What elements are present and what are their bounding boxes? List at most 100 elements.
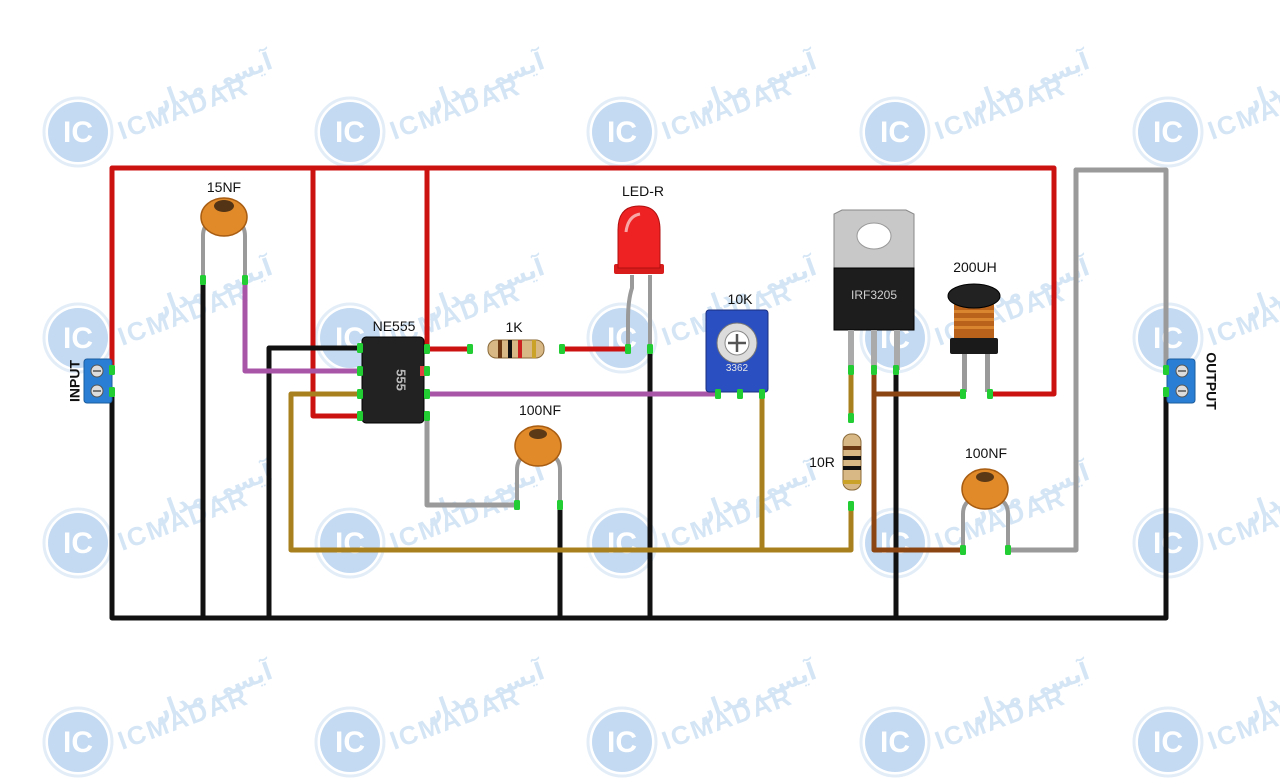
svg-text:IC: IC [607,527,637,560]
output-label: OUTPUT [1203,352,1219,410]
connection-pin [647,344,653,354]
svg-text:IC: IC [335,116,365,149]
svg-text:آیسی مدار: آیسی مدار [1239,457,1280,527]
wire-gnd-ic [266,345,363,621]
input-label: INPUT [67,360,83,402]
connection-pin [559,344,565,354]
connection-pin [109,387,115,397]
svg-text:آیسی مدار: آیسی مدار [1239,46,1280,116]
svg-text:IC: IC [607,116,637,149]
connection-pin [357,343,363,353]
inductor-label: 200UH [953,259,997,275]
potentiometer-10k: 3362 [705,309,769,393]
connection-pin [424,344,430,354]
cap-100nf-left-label: 100NF [519,402,561,418]
connection-pin [625,344,631,354]
ne555-label: NE555 [373,318,416,334]
connection-pin [848,365,854,375]
wire-layer [109,165,1169,621]
connection-pin [514,500,520,510]
wire-ic-to-cap2 [424,413,520,508]
connection-pin [737,389,743,399]
connection-pin [200,275,206,285]
connection-pin [1163,387,1169,397]
svg-text:IC: IC [63,726,93,759]
connection-pin [467,344,473,354]
cap-15nf-label: 15NF [207,179,241,195]
connection-pin [848,501,854,511]
resistor-10r [842,433,862,491]
led-label: LED-R [622,183,664,199]
pin-layer [109,275,1169,555]
ic-marking: 555 [394,369,409,391]
output-terminal-block [1166,358,1196,404]
connection-pin [557,500,563,510]
connection-pin [357,389,363,399]
svg-text:IC: IC [880,726,910,759]
red-led [614,205,664,349]
mosfet-marking: IRF3205 [851,288,897,302]
wire-vcc-top [109,165,1057,397]
svg-text:آیسی مدار: آیسی مدار [1239,656,1280,726]
inductor-200uh [947,283,1001,392]
connection-pin [960,389,966,399]
connection-pin [1005,545,1011,555]
connection-pin [715,389,721,399]
ne555-chip: 555 [361,336,427,424]
pot-10k-label: 10K [728,291,754,307]
wire-out-cap3 [1005,167,1079,553]
resistor-10r-label: 10R [809,454,835,470]
connection-pin [848,413,854,423]
pot-marking: 3362 [726,363,749,374]
svg-text:IC: IC [63,322,93,355]
svg-text:IC: IC [880,116,910,149]
ceramic-capacitor-100nf-left [514,425,562,505]
cap-100nf-right-label: 100NF [965,445,1007,461]
wire-vcc-drop-ic [310,165,363,419]
connection-pin [424,411,430,421]
connection-pin [1163,365,1169,375]
connection-pin [960,545,966,555]
connection-pin [871,365,877,375]
svg-text:IC: IC [1153,726,1183,759]
connection-pin [242,275,248,285]
svg-text:IC: IC [335,726,365,759]
connection-pin [109,365,115,375]
wire-mosfet-cap3 [871,391,966,553]
svg-text:IC: IC [1153,116,1183,149]
connection-pin [357,411,363,421]
wire-gold-left [288,391,854,553]
ceramic-capacitor-100nf-right [961,468,1010,548]
connection-pin [424,366,430,376]
svg-text:IC: IC [63,527,93,560]
connection-pin [357,366,363,376]
wire-cap1-to-ic [242,277,363,374]
connection-pin [893,365,899,375]
svg-text:IC: IC [607,726,637,759]
svg-text:IC: IC [63,116,93,149]
input-terminal-block [83,358,113,404]
connection-pin [759,389,765,399]
svg-text:IC: IC [335,527,365,560]
ceramic-capacitor-15nf [200,197,248,280]
resistor-1k-label: 1K [505,319,523,335]
wire-gnd-bottom [109,389,1169,621]
irf3205-mosfet: IRF3205 [833,209,915,370]
connection-pin [424,389,430,399]
wire-out-top [1073,167,1169,373]
connection-pin [987,389,993,399]
